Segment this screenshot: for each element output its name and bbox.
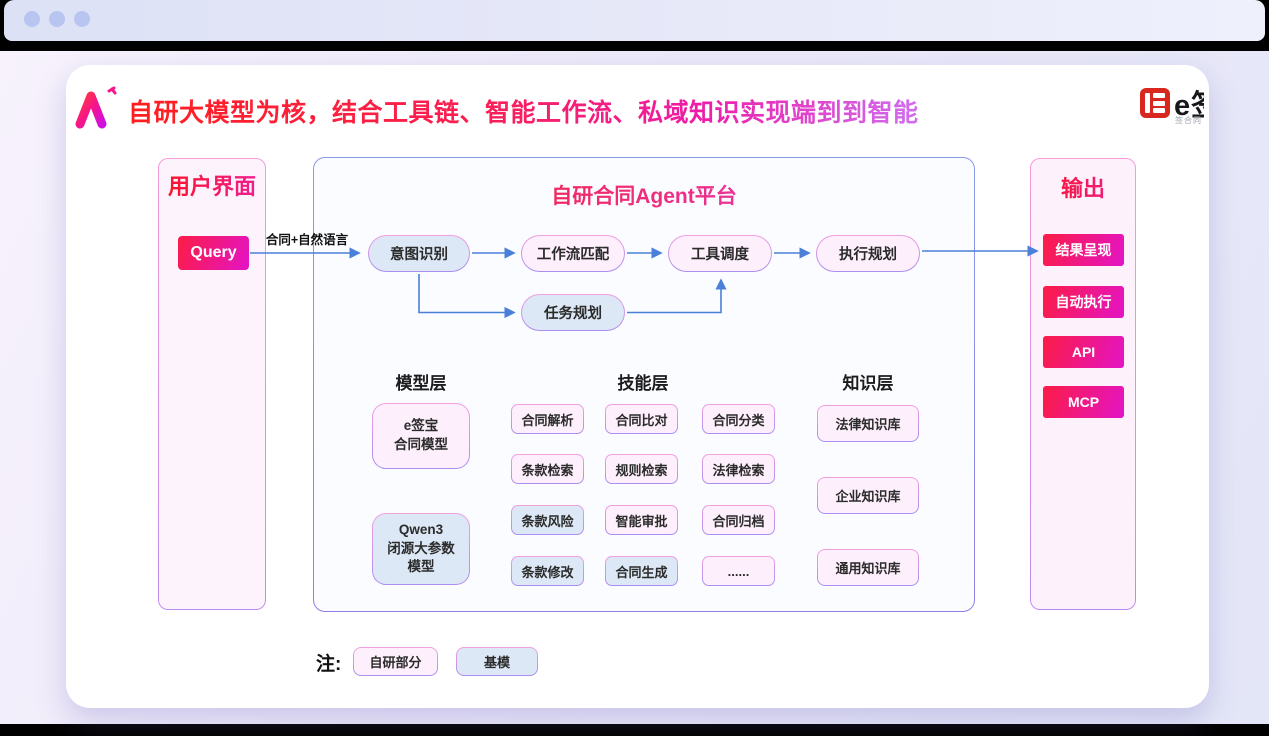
legend-item-base-model: 基模 bbox=[456, 647, 538, 676]
output-button-auto-exec[interactable]: 自动执行 bbox=[1043, 286, 1124, 318]
flow-node-task[interactable]: 任务规划 bbox=[521, 294, 625, 331]
window-titlebar bbox=[4, 0, 1265, 41]
brand-tagline: 签合同 bbox=[1175, 116, 1202, 125]
skill-box-legal-search[interactable]: 法律检索 bbox=[702, 454, 775, 484]
flow-node-tool[interactable]: 工具调度 bbox=[668, 235, 772, 272]
skill-box-clause-risk[interactable]: 条款风险 bbox=[511, 505, 584, 535]
skill-layer-heading: 技能层 bbox=[617, 373, 669, 393]
flow-node-plan[interactable]: 执行规划 bbox=[816, 235, 920, 272]
model-box-line: Qwen3 bbox=[398, 521, 444, 537]
model-box-line: e签宝 bbox=[403, 418, 439, 434]
model-box-esign[interactable]: e签宝 合同模型 bbox=[372, 403, 470, 469]
model-box-line: 闭源大参数 bbox=[387, 540, 455, 556]
skill-box-clause-edit[interactable]: 条款修改 bbox=[511, 556, 584, 586]
output-button-api[interactable]: API bbox=[1043, 336, 1124, 368]
window-dot[interactable] bbox=[49, 11, 65, 27]
window-dot[interactable] bbox=[24, 11, 40, 27]
model-box-qwen3[interactable]: Qwen3 闭源大参数 模型 bbox=[372, 513, 470, 585]
query-button[interactable]: Query bbox=[178, 236, 249, 270]
legend-item-self-developed: 自研部分 bbox=[353, 647, 438, 676]
legend-label: 注: bbox=[316, 654, 342, 675]
output-button-mcp[interactable]: MCP bbox=[1043, 386, 1124, 418]
skill-box-more[interactable]: ...... bbox=[702, 556, 775, 586]
user-panel-title: 用户界面 bbox=[158, 172, 266, 199]
flow-node-intent[interactable]: 意图识别 bbox=[368, 235, 470, 272]
ai-logo-icon bbox=[75, 86, 117, 129]
knowledge-box-general[interactable]: 通用知识库 bbox=[817, 549, 919, 586]
skill-box-contract-archive[interactable]: 合同归档 bbox=[702, 505, 775, 535]
model-layer-heading: 模型层 bbox=[395, 373, 447, 393]
query-arrow-label: 合同+自然语言 bbox=[265, 232, 349, 247]
output-button-result[interactable]: 结果呈现 bbox=[1043, 234, 1124, 266]
skill-box-contract-parse[interactable]: 合同解析 bbox=[511, 404, 584, 434]
model-box-line: 合同模型 bbox=[394, 437, 448, 452]
skill-box-clause-search[interactable]: 条款检索 bbox=[511, 454, 584, 484]
output-panel bbox=[1030, 158, 1136, 610]
knowledge-layer-heading: 知识层 bbox=[842, 373, 894, 393]
brand-name: e签宝 bbox=[1174, 90, 1204, 122]
model-box-line: 模型 bbox=[407, 559, 435, 575]
platform-title: 自研合同Agent平台 bbox=[313, 181, 975, 209]
skill-box-smart-approval[interactable]: 智能审批 bbox=[605, 505, 678, 535]
knowledge-box-enterprise[interactable]: 企业知识库 bbox=[817, 477, 919, 514]
output-panel-title: 输出 bbox=[1030, 174, 1136, 201]
skill-box-contract-generate[interactable]: 合同生成 bbox=[605, 556, 678, 586]
brand-logo-icon bbox=[1140, 88, 1170, 118]
user-panel bbox=[158, 158, 266, 610]
skill-box-contract-classify[interactable]: 合同分类 bbox=[702, 404, 775, 434]
flow-node-workflow[interactable]: 工作流匹配 bbox=[521, 235, 625, 272]
brand-logo: e签宝 签合同 bbox=[1140, 82, 1204, 128]
page-title: 自研大模型为核，结合工具链、智能工作流、私域知识实现端到到智能 bbox=[128, 93, 919, 129]
skill-box-rule-search[interactable]: 规则检索 bbox=[605, 454, 678, 484]
knowledge-box-legal[interactable]: 法律知识库 bbox=[817, 405, 919, 442]
window-dot[interactable] bbox=[74, 11, 90, 27]
skill-box-contract-compare[interactable]: 合同比对 bbox=[605, 404, 678, 434]
